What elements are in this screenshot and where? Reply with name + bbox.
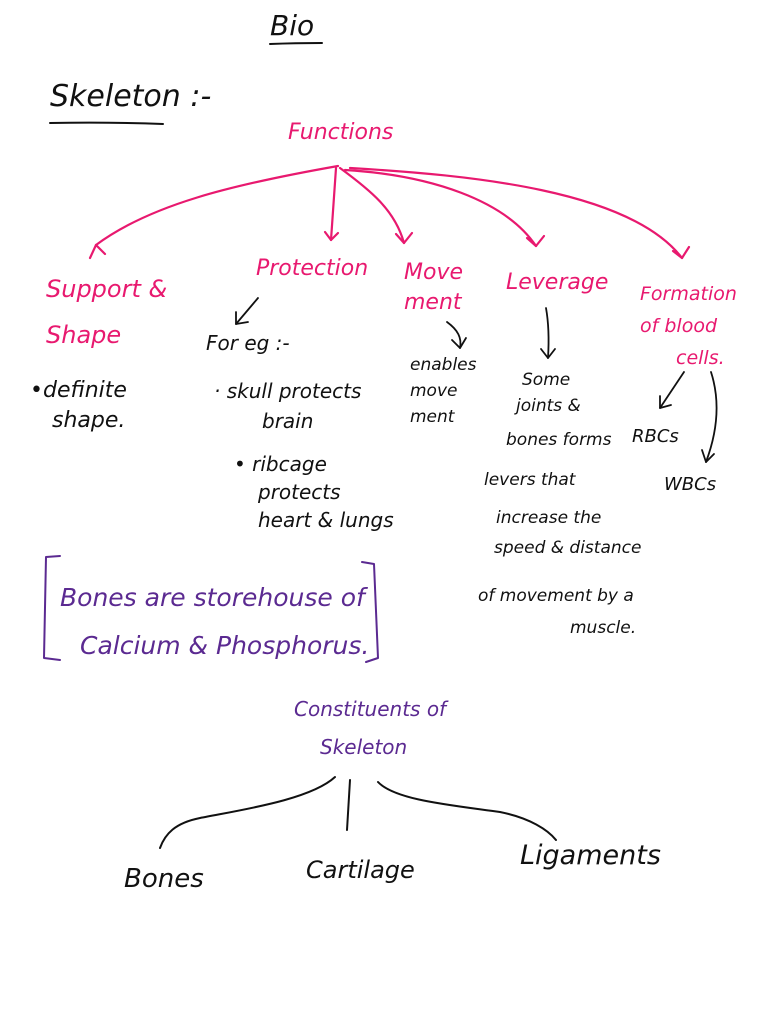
constituents-title: Constituents of Skeleton [294,697,447,759]
constituent-ligaments: Ligaments [520,840,661,871]
branch-leverage [343,168,538,248]
title-underline [269,42,323,45]
arrow-for-eg [235,297,259,325]
blood-rbc: RBCs [632,426,679,447]
support-note: •definite shape. [30,378,127,433]
leverage-line-1: Some [522,370,571,390]
arrow-leverage-note [545,307,550,359]
leverage-line-4: levers that [484,470,576,490]
leverage-line-2: joints & [516,396,581,416]
leverage-line-5: increase the [496,508,602,528]
arrow-rbc [659,371,685,409]
bracket-left [43,555,61,661]
branch-bones [159,776,336,849]
branch-cartilage [346,779,351,831]
arrow-leverage [525,234,546,248]
function-blood-title: Formation of blood cells. [640,283,737,369]
constituent-cartilage: Cartilage [306,856,415,884]
branch-ligaments [377,781,557,841]
protection-for-eg: For eg :- [206,331,290,355]
bracket-right [361,561,379,663]
constituent-bones: Bones [124,864,204,894]
branch-movement [338,166,406,245]
blood-wbc: WBCs [664,474,717,495]
function-support-title: Support & Shape [46,275,168,349]
arrow-blood [671,245,691,260]
leverage-line-8: muscle. [570,618,637,638]
function-movement-title: Move ment [404,260,463,315]
branch-blood [348,166,684,260]
functions-title: Functions [288,120,394,145]
protection-skull: · skull protects brain [214,379,362,433]
page-title: Bio [270,9,315,42]
arrow-support [88,243,107,260]
branch-support [94,164,340,247]
section-heading: Skeleton :- [50,79,212,114]
protection-ribcage: • ribcage protects heart & lungs [234,452,394,532]
function-protection-title: Protection [256,256,369,281]
leverage-line-7: of movement by a [478,586,634,606]
arrow-wbc [705,371,718,463]
storehouse-note: Bones are storehouse of Calcium & Phosph… [60,583,370,660]
arrow-movement [394,231,414,245]
branch-protection [329,166,338,242]
function-leverage-title: Leverage [506,270,609,295]
heading-underline [49,121,164,125]
movement-note: enables move ment [410,355,477,427]
leverage-line-3: bones forms [506,430,612,450]
arrow-protection [323,230,340,242]
leverage-line-6: speed & distance [494,538,642,558]
arrow-movement-note [446,321,462,349]
